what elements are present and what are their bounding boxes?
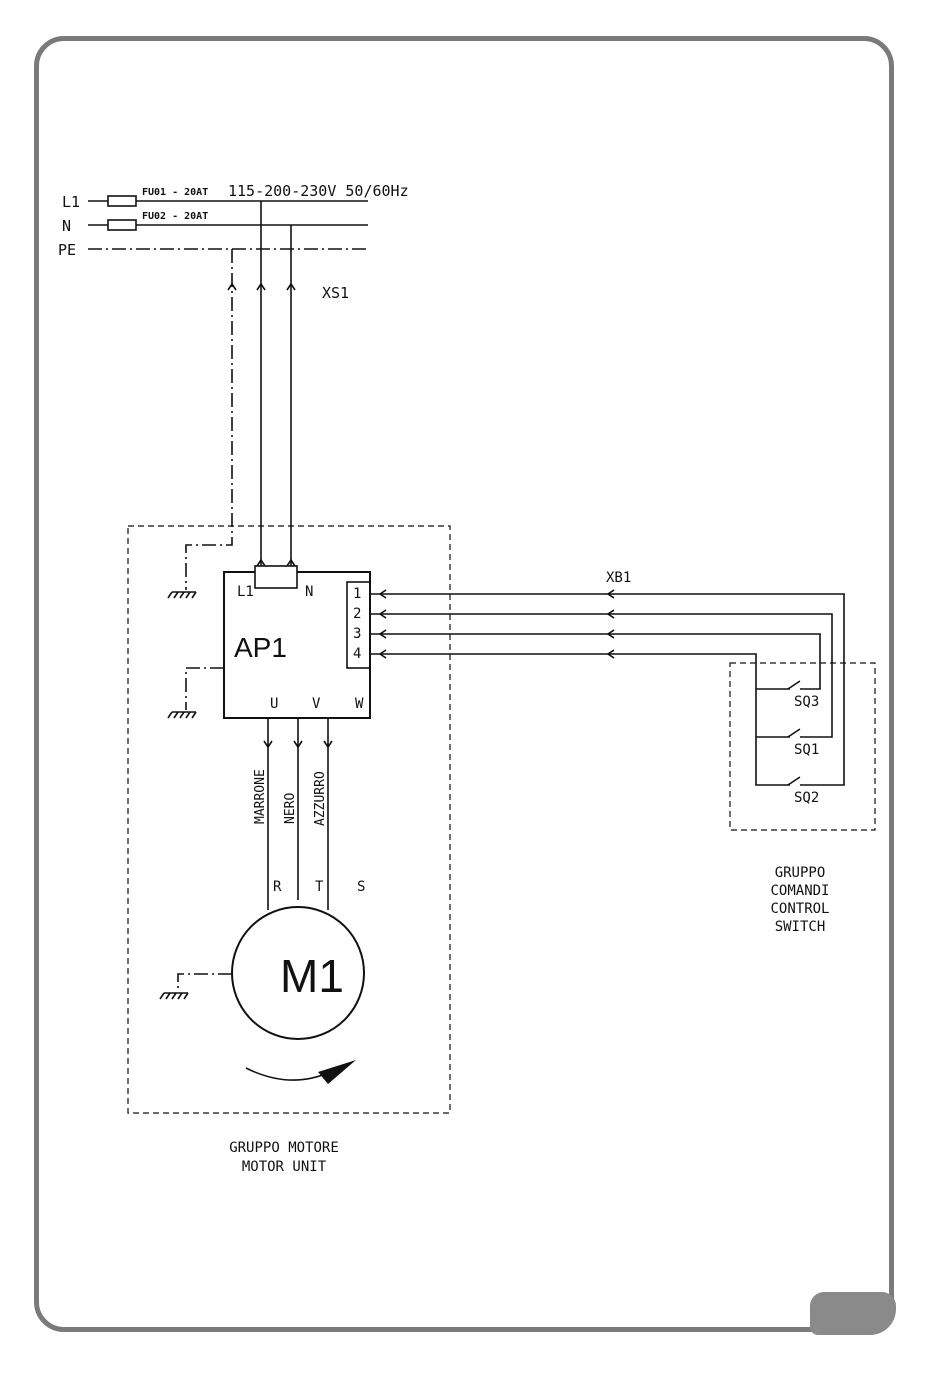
- label-xs1: XS1: [322, 284, 349, 302]
- label-wire-blue: AZZURRO: [313, 771, 328, 826]
- fuse-fu01-icon: [108, 196, 136, 206]
- fuse-fu02-icon: [108, 220, 136, 230]
- rotation-arrowhead-icon: [318, 1060, 356, 1084]
- rotation-arrow-icon: [246, 1068, 330, 1080]
- xb1-connector-icon: [380, 590, 614, 658]
- ap1-input-terminal: [255, 566, 297, 588]
- label-wire-black: NERO: [283, 793, 298, 824]
- earth-icon: [168, 712, 196, 718]
- label-motor-t: T: [315, 879, 324, 895]
- earth-icon: [168, 588, 196, 598]
- switch-sq1-icon: [788, 729, 800, 737]
- ap1-earth-wire: [186, 668, 224, 710]
- supply-lines: [88, 196, 368, 249]
- label-motor-s: S: [357, 879, 365, 895]
- label-control-group-1: GRUPPO: [775, 865, 826, 881]
- wire-3: [370, 634, 820, 689]
- label-xb1: XB1: [606, 570, 631, 586]
- label-ap1-l1: L1: [237, 584, 254, 600]
- label-motor-r: R: [273, 879, 282, 895]
- label-motor-group-2: MOTOR UNIT: [242, 1159, 327, 1175]
- label-pe: PE: [58, 241, 76, 259]
- label-ap1-u: U: [270, 696, 278, 712]
- label-sq1: SQ1: [794, 742, 819, 758]
- label-terminal-1: 1: [353, 586, 361, 602]
- label-fuse1: FU01 - 20AT: [142, 187, 208, 198]
- label-n: N: [62, 217, 71, 235]
- label-terminal-3: 3: [353, 626, 361, 642]
- motor-earth-wire: [178, 974, 232, 992]
- label-voltage: 115-200-230V 50/60Hz: [228, 182, 409, 200]
- label-sq3: SQ3: [794, 694, 819, 710]
- wire-2: [370, 614, 832, 737]
- label-control-group-2: COMANDI: [770, 883, 829, 899]
- switch-sq2-icon: [788, 777, 800, 785]
- label-motor-group-1: GRUPPO MOTORE: [229, 1140, 339, 1156]
- label-sq2: SQ2: [794, 790, 819, 806]
- label-ap1-v: V: [312, 696, 321, 712]
- label-ap1: AP1: [234, 632, 287, 663]
- label-ap1-n: N: [305, 584, 313, 600]
- feed-wires: [186, 201, 291, 588]
- earth-icon: [160, 993, 188, 999]
- label-wire-brown: MARRONE: [253, 769, 268, 824]
- wire-4: [370, 654, 790, 785]
- label-terminal-4: 4: [353, 646, 361, 662]
- label-ap1-w: W: [355, 696, 364, 712]
- label-m1: M1: [280, 950, 344, 1002]
- label-l1: L1: [62, 193, 80, 211]
- label-control-group-4: SWITCH: [775, 919, 826, 935]
- switch-sq3-icon: [788, 681, 800, 689]
- control-wires: [370, 594, 844, 785]
- label-terminal-2: 2: [353, 606, 361, 622]
- pe-feed-wire: [186, 249, 232, 588]
- label-control-group-3: CONTROL: [770, 901, 829, 917]
- label-fuse2: FU02 - 20AT: [142, 211, 208, 222]
